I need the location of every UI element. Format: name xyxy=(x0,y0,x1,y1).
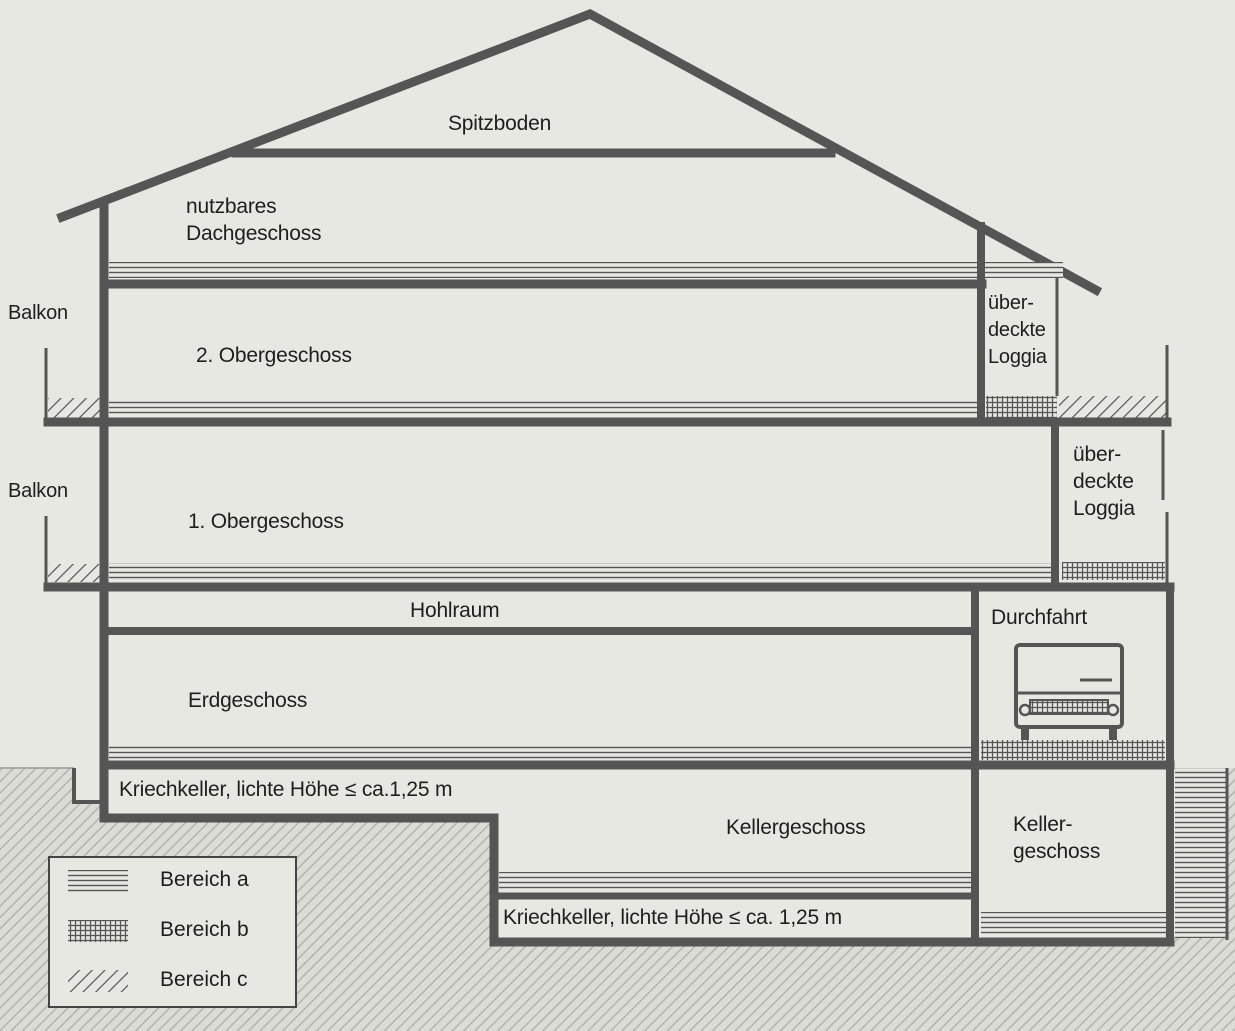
legend-item-b: Bereich b xyxy=(66,916,286,946)
label-balkon-upper: Balkon xyxy=(8,302,68,324)
label-kellergeschoss-right: Keller- geschoss xyxy=(1013,813,1101,863)
legend-label: Bereich c xyxy=(160,968,248,991)
ground xyxy=(0,767,1235,1031)
label-kellergeschoss: Kellergeschoss xyxy=(726,816,866,839)
label-durchfahrt: Durchfahrt xyxy=(991,606,1088,629)
roof xyxy=(56,9,1103,297)
walls xyxy=(43,201,1175,947)
label-loggia-lower: über- deckte Loggia xyxy=(1073,443,1135,520)
car-icon xyxy=(1014,643,1124,740)
label-hohlraum: Hohlraum xyxy=(410,599,500,622)
legend-item-c: Bereich c xyxy=(66,966,286,996)
label-og1: 1. Obergeschoss xyxy=(188,510,344,533)
swatch-diagonal-hatch xyxy=(68,970,128,992)
legend: Bereich a Bereich b Bereich c xyxy=(48,856,297,1008)
swatch-grid xyxy=(68,920,128,942)
label-dachgeschoss: nutzbares Dachgeschoss xyxy=(186,195,322,245)
label-kriechkeller-upper: Kriechkeller, lichte Höhe ≤ ca.1,25 m xyxy=(119,778,453,801)
label-kriechkeller-lower: Kriechkeller, lichte Höhe ≤ ca. 1,25 m xyxy=(503,906,842,929)
railings xyxy=(44,278,1229,940)
swatch-horizontal-lines xyxy=(68,870,128,892)
floor-finishes xyxy=(48,262,1227,938)
label-spitzboden: Spitzboden xyxy=(448,112,552,135)
legend-label: Bereich a xyxy=(160,868,249,891)
label-og2: 2. Obergeschoss xyxy=(196,344,352,367)
legend-label: Bereich b xyxy=(160,918,249,941)
label-erdgeschoss: Erdgeschoss xyxy=(188,689,308,712)
label-balkon-lower: Balkon xyxy=(8,480,68,502)
label-loggia-upper: über- deckte Loggia xyxy=(988,292,1047,368)
legend-item-a: Bereich a xyxy=(66,866,286,896)
